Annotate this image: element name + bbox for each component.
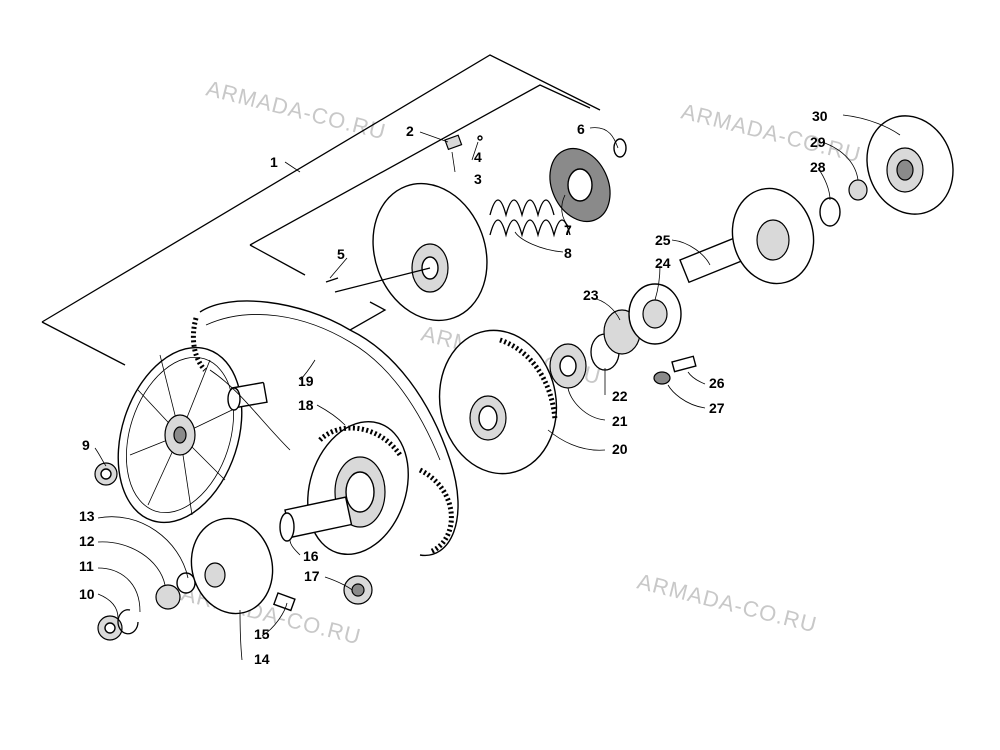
callout-5: 5 (337, 246, 345, 262)
bearing-shaft (549, 187, 815, 389)
callout-28: 28 (810, 159, 826, 175)
callout-25: 25 (655, 232, 671, 248)
callout-17: 17 (304, 568, 320, 584)
callout-23: 23 (583, 287, 599, 303)
callout-12: 12 (79, 533, 95, 549)
callout-21: 21 (612, 413, 628, 429)
callout-8: 8 (564, 245, 572, 261)
callout-26: 26 (709, 375, 725, 391)
callout-13: 13 (79, 508, 95, 524)
callout-30: 30 (812, 108, 828, 124)
callout-19: 19 (298, 373, 314, 389)
watermark-2: ARMADA-CO.RU (679, 99, 864, 168)
callout-4: 4 (474, 149, 482, 165)
clutch-sheave-20 (438, 329, 558, 475)
watermark-1: ARMADA-CO.RU (204, 76, 389, 145)
callouts: 1 2 3 4 5 6 7 8 9 10 11 12 13 14 15 16 1… (79, 108, 828, 667)
clutch-housing (819, 115, 954, 227)
callout-24: 24 (655, 255, 671, 271)
callout-2: 2 (406, 123, 414, 139)
leader-lines (94, 114, 901, 661)
callout-20: 20 (612, 441, 628, 457)
fixed-sheave-top (325, 134, 488, 322)
callout-14: 14 (254, 651, 270, 667)
callout-3: 3 (474, 171, 482, 187)
watermark-4: ARMADA-CO.RU (635, 569, 820, 638)
callout-7: 7 (564, 222, 572, 238)
secondary-clutch (279, 420, 409, 556)
movable-sheave-left (117, 346, 268, 524)
callout-1: 1 (270, 154, 278, 170)
small-parts-left (94, 462, 373, 641)
callout-15: 15 (254, 626, 270, 642)
assembly-brackets (41, 54, 601, 366)
callout-27: 27 (709, 400, 725, 416)
spring-spider (489, 138, 627, 238)
callout-6: 6 (577, 121, 585, 137)
callout-29: 29 (810, 134, 826, 150)
callout-18: 18 (298, 397, 314, 413)
callout-10: 10 (79, 586, 95, 602)
callout-16: 16 (303, 548, 319, 564)
callout-11: 11 (79, 558, 94, 574)
callout-22: 22 (612, 388, 628, 404)
callout-9: 9 (82, 437, 90, 453)
